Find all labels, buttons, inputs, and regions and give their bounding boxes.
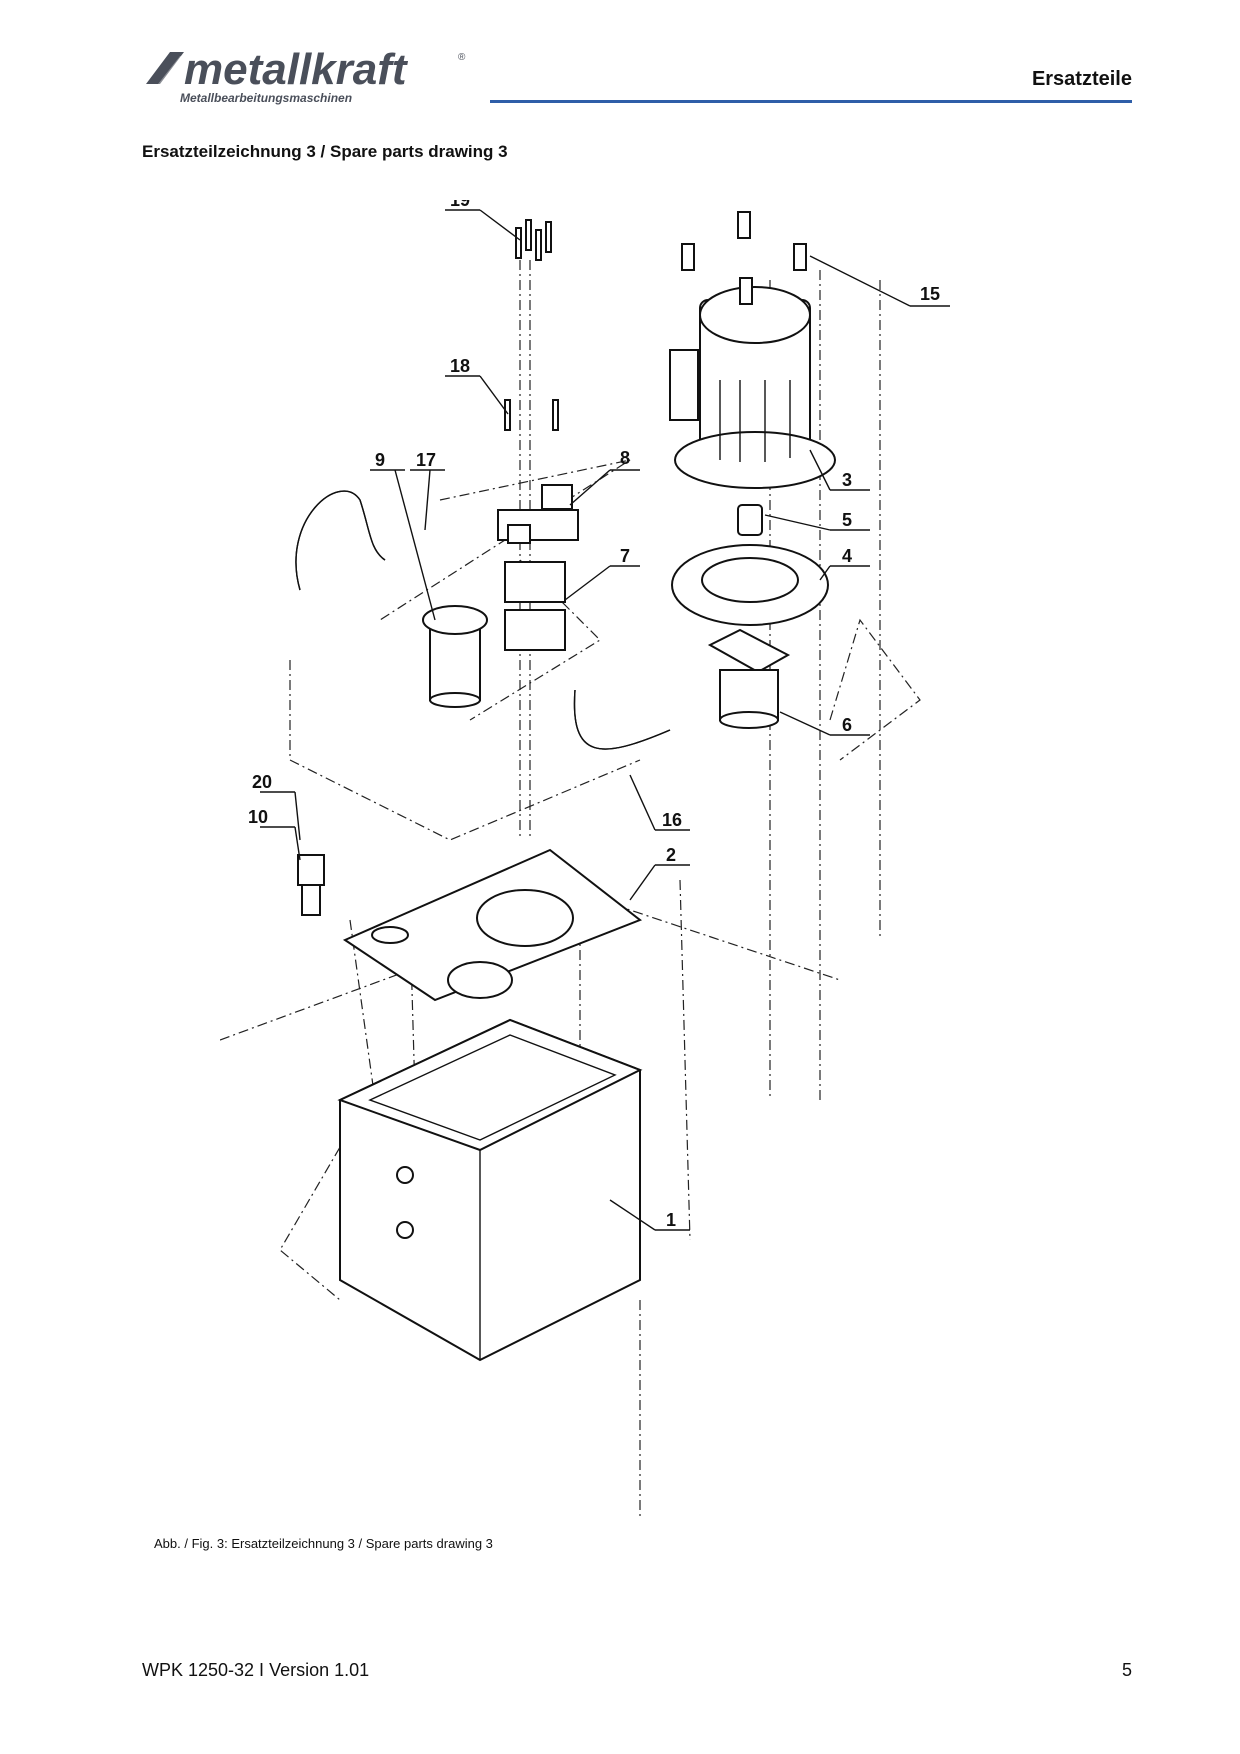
- part-2-cover-plate: [342, 848, 643, 1002]
- logo-mark-icon: [146, 52, 184, 84]
- callout-leaders: [260, 209, 950, 1231]
- callout-20: 20: [252, 772, 272, 792]
- callout-labels: 19 15 18 9 17 8 3 5 7 4 6 16 20 10 2 1: [248, 200, 940, 1230]
- hose-suction-inner: [295, 490, 386, 591]
- part-8-directional-valve: [497, 484, 579, 544]
- callout-17: 17: [416, 450, 436, 470]
- callout-5: 5: [842, 510, 852, 530]
- part-6-pump: [707, 628, 791, 729]
- part-7-valve-block: [504, 561, 566, 651]
- callout-7: 7: [620, 546, 630, 566]
- page-heading: Ersatzteilzeichnung 3 / Spare parts draw…: [142, 142, 508, 161]
- footer-page-number: 5: [1121, 1660, 1132, 1680]
- part-3-motor: [669, 286, 836, 489]
- callout-4: 4: [842, 546, 852, 566]
- hose-pressure-inner: [573, 689, 671, 750]
- callout-15: 15: [920, 284, 940, 304]
- callout-8: 8: [620, 448, 630, 468]
- callout-16: 16: [662, 810, 682, 830]
- section-title: Ersatzteile: [1031, 68, 1132, 90]
- hose-pressure: [573, 689, 671, 750]
- logo-registered-mark: ®: [458, 52, 466, 63]
- part-1-tank: [337, 1018, 643, 1362]
- metallkraft-logo: metallkraft ® Metallbearbeitungsmaschine…: [146, 46, 466, 105]
- callout-18: 18: [450, 356, 470, 376]
- logo-tagline: Metallbearbeitungsmaschinen: [180, 91, 352, 105]
- callout-1: 1: [666, 1210, 676, 1230]
- part-4-flange: [671, 544, 829, 626]
- spare-parts-drawing: 19 15 18 9 17 8 3 5 7 4 6 16 20 10 2 1: [220, 200, 950, 1520]
- callout-2: 2: [666, 845, 676, 865]
- callout-10: 10: [248, 807, 268, 827]
- callout-19: 19: [450, 200, 470, 210]
- figure-caption: Abb. / Fig. 3: Ersatzteilzeichnung 3 / S…: [154, 1536, 493, 1551]
- bolts: [504, 211, 807, 431]
- part-5-coupling: [737, 504, 763, 536]
- logo-wordmark: metallkraft: [184, 46, 409, 94]
- header-rule: [490, 100, 1132, 103]
- part-10-breather: [297, 854, 325, 916]
- callout-3: 3: [842, 470, 852, 490]
- callout-6: 6: [842, 715, 852, 735]
- part-9-filter: [422, 605, 488, 708]
- footer-document-version: WPK 1250-32 I Version 1.01: [142, 1660, 370, 1680]
- callout-9: 9: [375, 450, 385, 470]
